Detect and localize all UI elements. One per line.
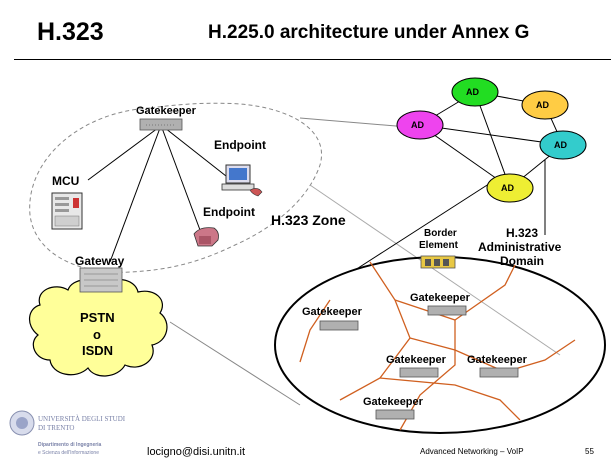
- connector-line: [169, 321, 301, 406]
- admin-domain-label: Administrative: [478, 240, 562, 254]
- ad-node-orange: [521, 90, 569, 120]
- zone-gatekeeper-device: [139, 118, 183, 131]
- university-name-line2: DI TRENTO: [38, 424, 75, 432]
- slide-title-right: H.225.0 architecture under Annex G: [208, 22, 530, 43]
- domain-gatekeeper-device: [479, 367, 519, 378]
- border-element-label: Element: [419, 240, 458, 251]
- domain-gatekeeper-label: Gatekeeper: [386, 354, 446, 366]
- university-name: UNIVERSITÀ DEGLI STUDI: [38, 415, 126, 423]
- zone-boundary: [29, 102, 322, 273]
- domain-links: [299, 261, 576, 431]
- domain-gatekeeper-device: [399, 367, 439, 378]
- domain-gatekeeper-device: [375, 409, 415, 420]
- mcu-device: [51, 192, 83, 230]
- link-line: [109, 127, 161, 263]
- zone-gatekeeper-label: Gatekeeper: [136, 105, 196, 117]
- endpoint-computer: [221, 164, 263, 197]
- department-name-line2: e Scienza dell'Informazione: [38, 450, 99, 456]
- domain-gatekeeper-label: Gatekeeper: [467, 354, 527, 366]
- link-line: [87, 127, 159, 181]
- header-rule: [14, 59, 611, 60]
- link-line: [164, 127, 227, 177]
- ad-link: [474, 91, 511, 189]
- ad-label: AD: [536, 100, 549, 110]
- domain-gatekeeper-label: Gatekeeper: [410, 292, 470, 304]
- ad-node-cyan: [539, 130, 587, 160]
- domain-gatekeeper-label: Gatekeeper: [302, 306, 362, 318]
- gateway-device: [79, 267, 123, 293]
- gateway-label: Gateway: [75, 254, 125, 268]
- domain-gatekeeper-device: [427, 305, 467, 316]
- endpoint-top-label: Endpoint: [214, 138, 266, 152]
- zone-label: H.323 Zone: [271, 212, 346, 228]
- domain-gatekeeper-label: Gatekeeper: [363, 396, 423, 408]
- ad-node-magenta: [396, 110, 444, 140]
- ad-label: AD: [501, 183, 514, 193]
- link-line: [161, 127, 201, 231]
- admin-domain-label: Domain: [500, 254, 545, 268]
- mcu-label: MCU: [52, 174, 80, 188]
- connector-line: [354, 179, 496, 271]
- endpoint-bottom-label: Endpoint: [203, 205, 255, 219]
- department-name: Dipartimento di Ingegneria: [38, 442, 102, 448]
- footer-course: Advanced Networking – VoIP: [420, 447, 524, 456]
- ad-link: [419, 124, 564, 146]
- university-seal: [9, 410, 35, 436]
- border-element-device: [420, 255, 456, 269]
- admin-domain-boundary: [274, 256, 606, 434]
- ad-node-yellow: [486, 173, 534, 203]
- isdn-label: ISDN: [82, 343, 114, 358]
- footer-email: locigno@disi.unitn.it: [147, 446, 245, 458]
- ad-node-green: [451, 77, 499, 107]
- connector-line: [309, 184, 561, 356]
- ad-label: AD: [466, 87, 479, 97]
- ad-label: AD: [554, 140, 567, 150]
- slide-title-left: H.323: [37, 18, 104, 46]
- pstn-or-label: o: [93, 327, 101, 342]
- domain-gatekeeper-device: [319, 320, 359, 331]
- border-element-label: Border: [424, 228, 457, 239]
- admin-domain-label: H.323: [506, 226, 539, 240]
- endpoint-phone: [193, 227, 219, 247]
- ad-label: AD: [411, 120, 424, 130]
- page-number: 55: [585, 447, 594, 456]
- pstn-label: PSTN: [80, 310, 115, 325]
